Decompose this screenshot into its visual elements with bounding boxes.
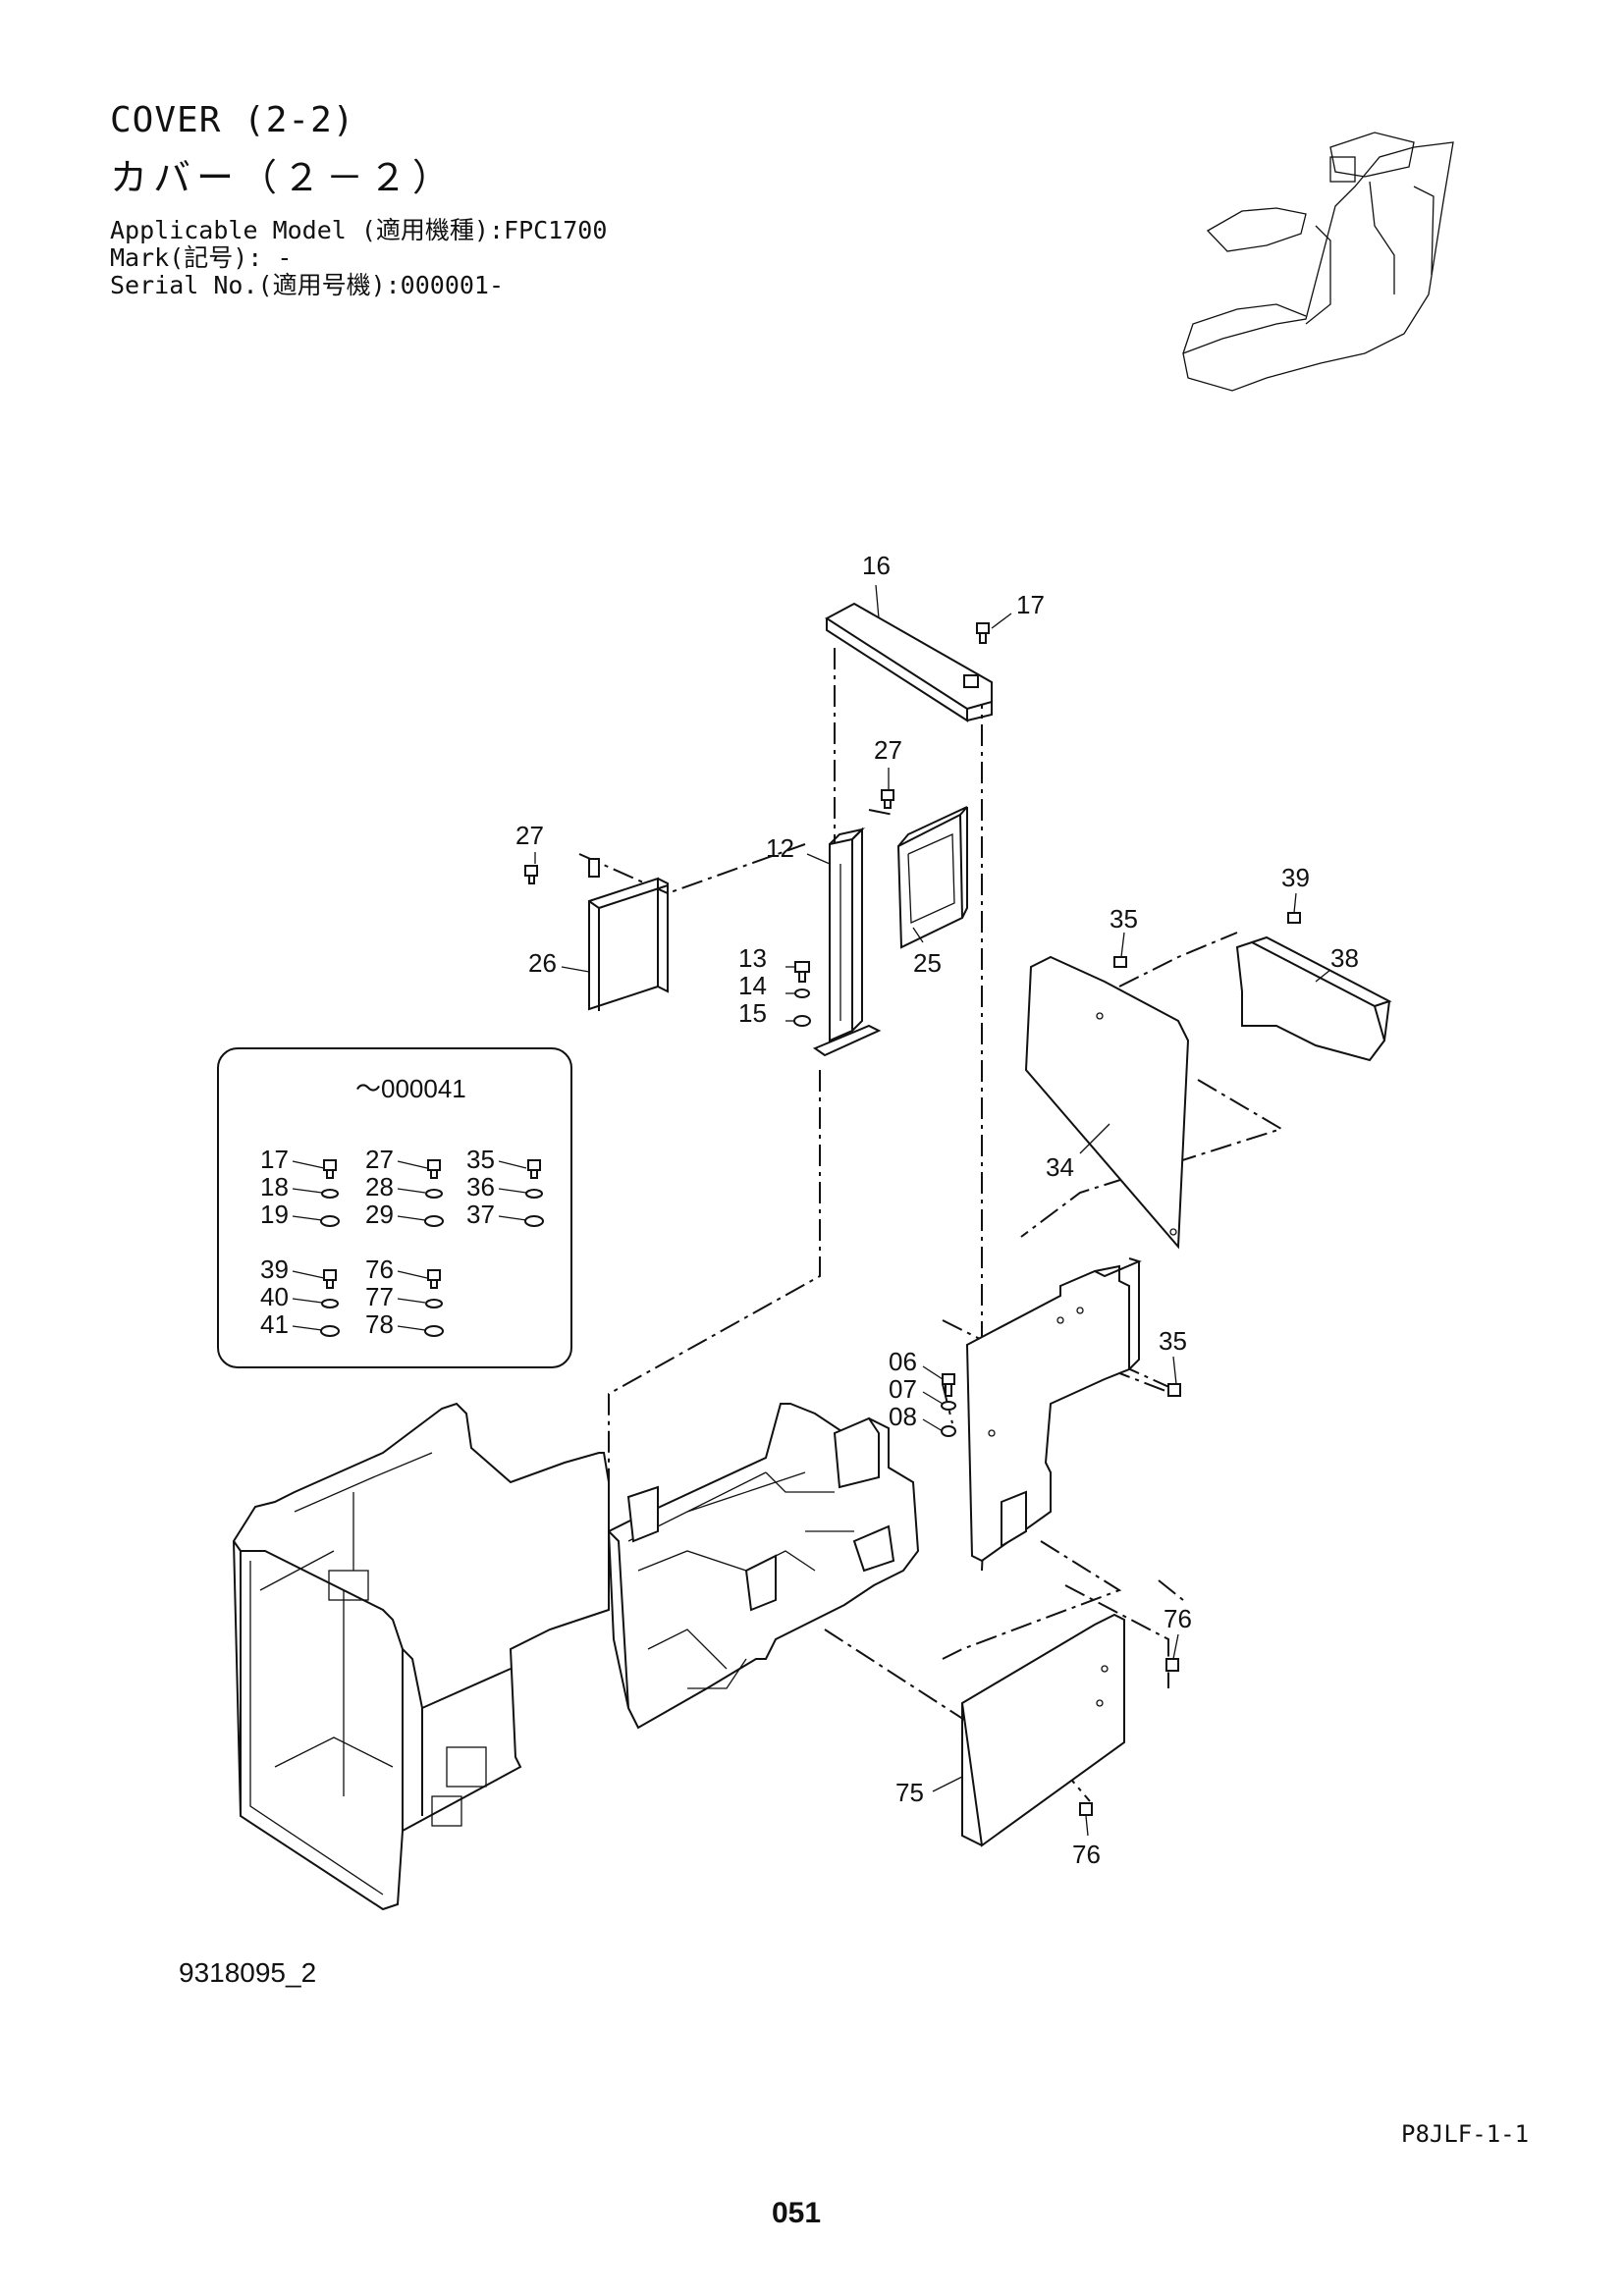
inset-item: 77 xyxy=(365,1282,394,1311)
callout-38: 38 xyxy=(1330,943,1359,973)
page-number: 051 xyxy=(772,2197,822,2229)
drawing-number: 9318095_2 xyxy=(179,1957,317,1988)
callout-27-right: 27 xyxy=(874,735,902,765)
inset-item: 78 xyxy=(365,1309,394,1339)
inset-item: 39 xyxy=(260,1255,289,1284)
callout-06: 06 xyxy=(889,1347,917,1376)
callout-76-lower: 76 xyxy=(1072,1840,1101,1869)
bolt-27-left xyxy=(524,865,538,884)
callout-35-lower: 35 xyxy=(1159,1326,1187,1356)
inset-heading: ～000041 xyxy=(355,1074,466,1103)
page-code: P8JLF-1-1 xyxy=(1401,2120,1530,2148)
part-38-angled-cover xyxy=(1235,935,1392,1062)
part-16-top-bracket xyxy=(825,602,993,722)
inset-hardware-icons xyxy=(292,1159,544,1337)
bolt-76-upper xyxy=(1165,1658,1179,1672)
inset-item: 37 xyxy=(466,1200,495,1229)
mark-field: Mark(記号): - xyxy=(110,243,293,272)
callout-75: 75 xyxy=(895,1778,924,1807)
bolt-35-lower xyxy=(1167,1383,1181,1397)
inset-item: 36 xyxy=(466,1172,495,1201)
bolt-39 xyxy=(1287,912,1301,924)
part-34-side-panel xyxy=(1024,955,1190,1250)
machine-thumbnail xyxy=(1182,132,1454,392)
inset-item: 17 xyxy=(260,1145,289,1174)
inset-item: 35 xyxy=(466,1145,495,1174)
callout-15: 15 xyxy=(738,998,767,1028)
part-right-vertical-panel xyxy=(965,1257,1142,1563)
callout-34: 34 xyxy=(1046,1152,1074,1182)
callout-leaders xyxy=(534,584,1331,1837)
inset-item: 19 xyxy=(260,1200,289,1229)
inset-item: 40 xyxy=(260,1282,289,1311)
callout-17: 17 xyxy=(1016,590,1045,619)
inset-item: 41 xyxy=(260,1309,289,1339)
callout-27-left: 27 xyxy=(515,821,544,850)
callout-16: 16 xyxy=(862,551,891,580)
applicable-model: Applicable Model (適用機種):FPC1700 xyxy=(110,216,608,244)
bolt-76-lower xyxy=(1079,1802,1093,1816)
inset-item: 28 xyxy=(365,1172,394,1201)
part-25-side-cover xyxy=(896,806,968,949)
part-75-lower-panel xyxy=(960,1613,1125,1847)
page-title: COVER (2-2) xyxy=(110,100,355,140)
callout-07: 07 xyxy=(889,1374,917,1404)
serial-number: Serial No.(適用号機):000001- xyxy=(110,271,505,299)
bolt-17 xyxy=(976,622,990,644)
bolt-set-13-14-15 xyxy=(793,961,811,1027)
bolt-set-06-07-08 xyxy=(941,1373,956,1437)
inset-contents: ～000041 17 18 19 27 28 29 35 36 37 39 40… xyxy=(260,1074,544,1339)
callout-76-upper: 76 xyxy=(1164,1604,1192,1633)
callout-12: 12 xyxy=(766,833,794,863)
inset-item: 18 xyxy=(260,1172,289,1201)
callout-14: 14 xyxy=(738,971,767,1000)
callout-39: 39 xyxy=(1281,863,1310,892)
inset-item: 76 xyxy=(365,1255,394,1284)
main-frame xyxy=(232,1402,610,1911)
bolt-35-upper xyxy=(1113,956,1127,968)
inset-box xyxy=(217,1047,572,1368)
bolt-27-right xyxy=(881,789,894,809)
part-26-side-cover xyxy=(588,858,669,1011)
callout-25: 25 xyxy=(913,948,942,978)
part-12-vertical-post xyxy=(812,827,882,1057)
callout-13: 13 xyxy=(738,943,767,973)
callout-numbers: 16 17 27 27 12 26 25 13 14 15 39 35 38 3… xyxy=(515,551,1359,1869)
page-title-japanese: カバー（２－２） xyxy=(110,156,457,199)
callout-08: 08 xyxy=(889,1402,917,1431)
callout-26: 26 xyxy=(528,948,557,978)
inset-item: 29 xyxy=(365,1200,394,1229)
callout-35-upper: 35 xyxy=(1110,904,1138,934)
inset-item: 27 xyxy=(365,1145,394,1174)
middle-frame xyxy=(607,1403,920,1730)
